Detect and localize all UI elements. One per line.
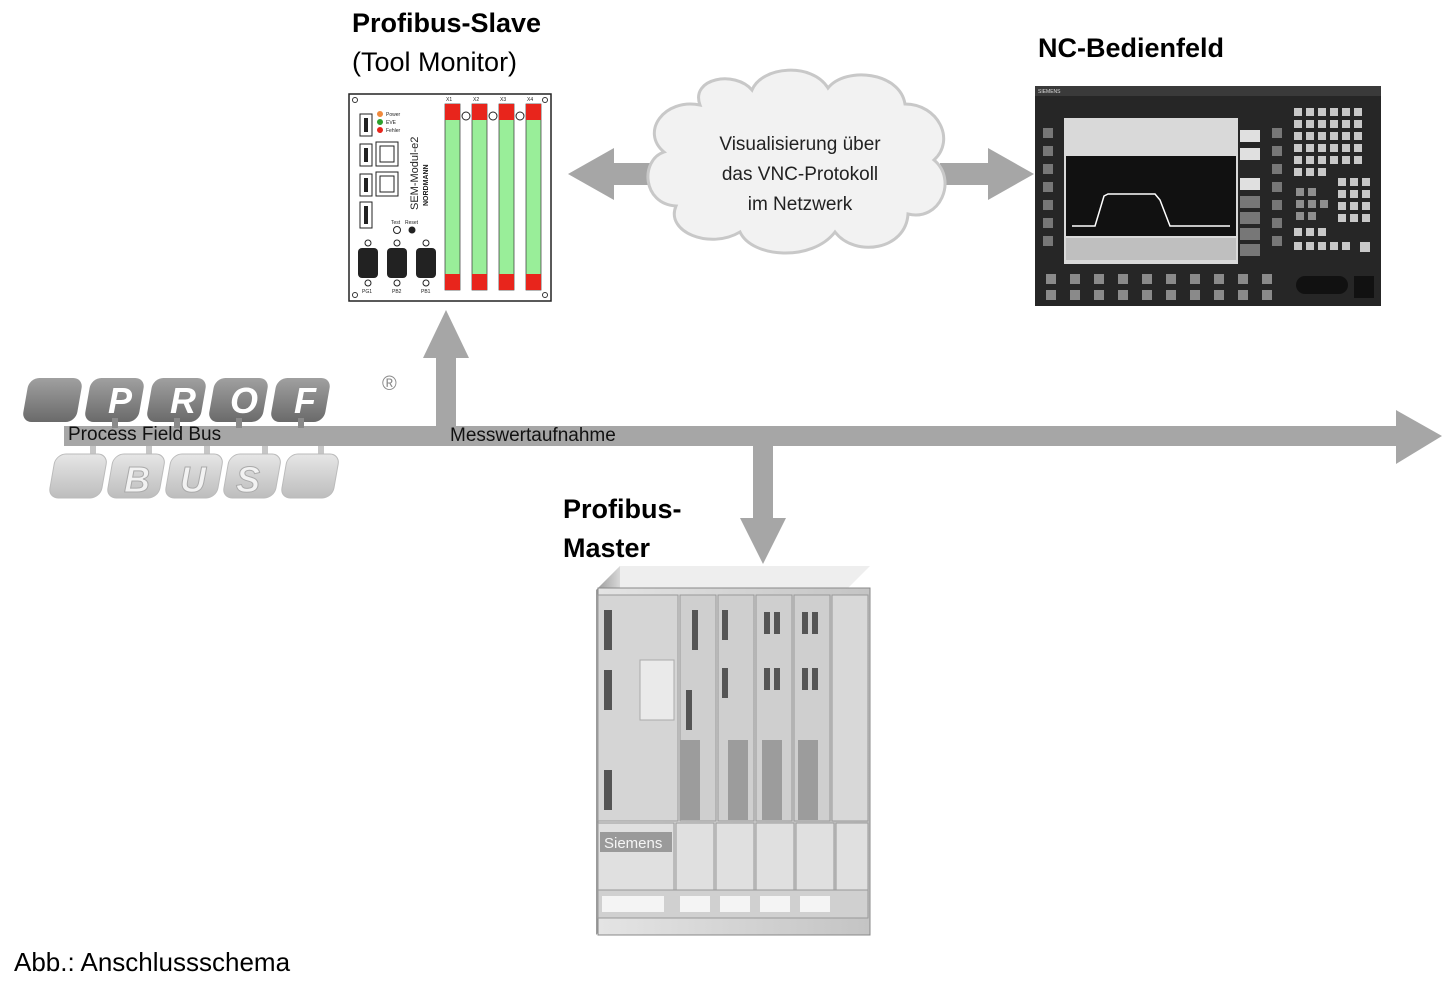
terminal-strips: X1 X2 X3 X4: [444, 97, 542, 291]
logo-letter: F: [294, 380, 317, 421]
svg-text:Power: Power: [386, 112, 401, 118]
logo-letter: U: [180, 459, 207, 500]
nc-panel-title: NC-Bedienfeld: [1038, 33, 1225, 63]
svg-text:SIEMENS: SIEMENS: [1038, 89, 1061, 95]
logo-letter: B: [124, 459, 150, 500]
logo-tile-p: [23, 378, 82, 422]
slave-device: Power EVE Fehler SEM-Modul-e2 NORDMANN T…: [348, 93, 552, 302]
led-eve: [377, 119, 383, 125]
master-device: Siemens: [596, 566, 871, 936]
logo-letter: O: [230, 380, 258, 421]
bus-label: Messwertaufnahme: [450, 425, 616, 446]
cloud-line-3: im Netzwerk: [747, 194, 853, 215]
slave-subtitle: (Tool Monitor): [352, 47, 518, 77]
led-power: [377, 111, 383, 117]
logo-tile-blank-1: [49, 453, 107, 499]
figure-caption: Abb.: Anschlussschema: [14, 947, 291, 977]
logo-tile-u: [165, 453, 223, 499]
cloud-line-2: das VNC-Protokoll: [721, 164, 879, 185]
logo-letter: P: [108, 380, 133, 421]
logo-letter: R: [170, 380, 196, 421]
logo-tile-f: [209, 378, 268, 422]
profibus-logo: P R O F I B U S ®: [23, 373, 397, 501]
svg-text:Reset: Reset: [405, 220, 419, 226]
logo-letter: S: [236, 459, 260, 500]
logo-tile-i: [271, 378, 330, 422]
profibus-tagline: Process Field Bus: [68, 424, 222, 445]
logo-tile-blank-2: [281, 453, 339, 499]
svg-text:X4: X4: [527, 97, 533, 103]
bus-arrow: [64, 410, 1442, 464]
cloud-line-1: Visualisierung über: [719, 134, 881, 155]
svg-text:PB2: PB2: [392, 289, 402, 295]
svg-text:EVE: EVE: [386, 120, 397, 126]
module-name: SEM-Modul-e2: [409, 137, 421, 210]
slave-title: Profibus-Slave: [352, 8, 542, 38]
arrow-to-master: [740, 444, 786, 564]
cloud-label: Visualisierung über das VNC-Protokoll im…: [690, 130, 910, 220]
logo-tile-b: [107, 453, 165, 499]
nc-panel: SIEMENS: [1035, 86, 1381, 306]
arrow-cloud-to-panel: [940, 148, 1034, 200]
logo-registered: ®: [382, 373, 397, 395]
svg-text:X2: X2: [473, 97, 479, 103]
master-brand: Siemens: [604, 835, 662, 852]
svg-text:Fehler: Fehler: [386, 128, 401, 134]
logo-tile-s: [223, 453, 281, 499]
svg-text:X3: X3: [500, 97, 506, 103]
logo-tile-r: [85, 378, 144, 422]
master-title-line-2: Master: [563, 533, 651, 563]
led-error: [377, 127, 383, 133]
svg-text:PG1: PG1: [362, 289, 372, 295]
master-title-line-1: Profibus-: [563, 494, 682, 524]
svg-text:Test: Test: [391, 220, 401, 226]
svg-text:PB1: PB1: [421, 289, 431, 295]
logo-letter: I: [360, 380, 371, 421]
logo-tile-o: [147, 378, 206, 422]
arrow-to-slave: [423, 310, 469, 430]
module-brand: NORDMANN: [423, 164, 430, 206]
network-cloud: [646, 68, 947, 255]
svg-text:X1: X1: [446, 97, 452, 103]
